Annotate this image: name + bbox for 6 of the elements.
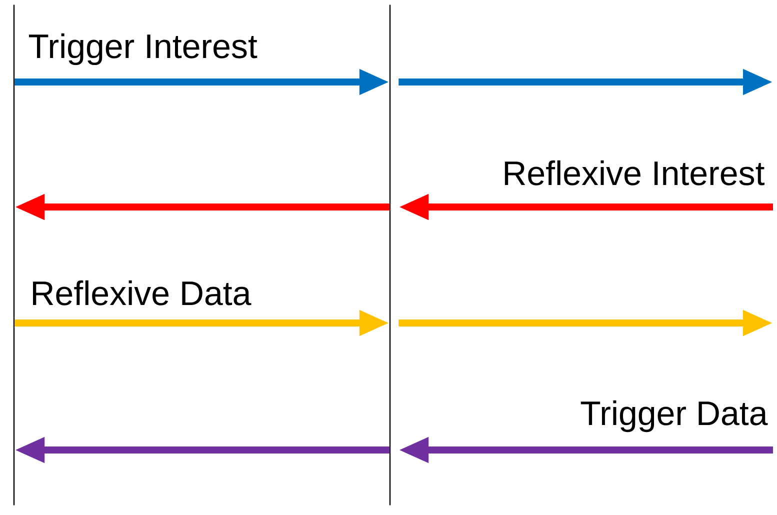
edge-label: Trigger Interest [28,33,258,66]
lifeline [389,4,391,506]
edge-label: Trigger Data [580,400,768,432]
edge-label: Reflexive Data [33,280,252,306]
lifeline [13,4,15,506]
edge-label: Reflexive Interest [504,160,764,186]
